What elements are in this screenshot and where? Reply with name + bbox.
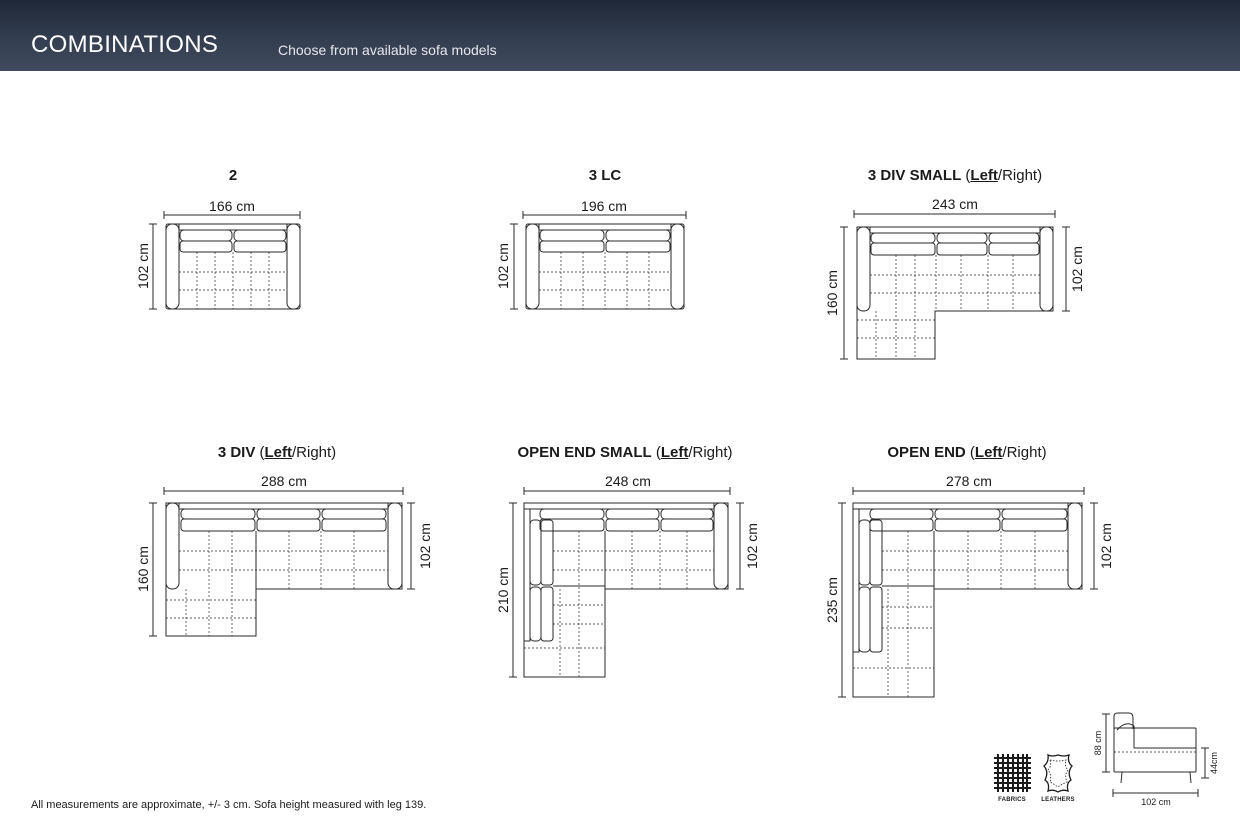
side-depth-label: 102 cm (1141, 797, 1171, 807)
model-title-3-lc: 3 LC (588, 167, 622, 184)
depth-total-label-3-div-small: 160 cm (824, 270, 840, 316)
footnote: All measurements are approximate, +/- 3 … (31, 799, 427, 811)
width-label-open-end: 278 cm (946, 473, 992, 489)
leathers-icon (1043, 753, 1073, 793)
side-height-label: 88 cm (1093, 731, 1103, 756)
model-title-2: 2 (228, 167, 238, 184)
width-label-3-div: 288 cm (261, 473, 307, 489)
fabrics-label: FABRICS (998, 797, 1026, 803)
depth-total-label-3-div: 160 cm (135, 546, 151, 592)
depth-label-3-div-small: 102 cm (1069, 246, 1085, 292)
diagram-side-view (1102, 712, 1209, 797)
diagram-model-2 (149, 211, 301, 310)
diagram-model-open-end-small (509, 487, 744, 678)
depth-label-open-end: 102 cm (1098, 523, 1114, 569)
fabrics-icon (994, 754, 1031, 792)
model-title-open-end-small: OPEN END SMALL (Left/Right) (517, 444, 733, 461)
depth-label-open-end-small: 102 cm (744, 523, 760, 569)
model-title-3-div-small: 3 DIV SMALL (Left/Right) (867, 167, 1043, 184)
model-title-3-div: 3 DIV (Left/Right) (217, 444, 337, 461)
page-title: COMBINATIONS (31, 31, 219, 58)
width-label-2: 166 cm (209, 198, 255, 214)
depth-label-3-lc: 102 cm (495, 243, 511, 289)
depth-label-3-div: 102 cm (417, 523, 433, 569)
width-label-3-div-small: 243 cm (932, 196, 978, 212)
depth-total-label-open-end-small: 210 cm (495, 567, 511, 613)
leathers-label: LEATHERS (1041, 797, 1075, 803)
model-title-open-end: OPEN END (Left/Right) (887, 444, 1047, 461)
diagram-model-3-lc (510, 211, 687, 310)
page-subtitle: Choose from available sofa models (278, 42, 497, 58)
depth-total-label-open-end: 235 cm (824, 577, 840, 623)
width-label-open-end-small: 248 cm (605, 473, 651, 489)
side-seat-height-label: 44cm (1209, 752, 1219, 774)
depth-label-2: 102 cm (135, 243, 151, 289)
diagram-model-open-end (838, 487, 1098, 698)
diagram-model-3-div (149, 487, 415, 637)
width-label-3-lc: 196 cm (581, 198, 627, 214)
diagram-model-3-div-small (840, 210, 1070, 360)
header-banner: COMBINATIONS Choose from available sofa … (0, 0, 1240, 71)
